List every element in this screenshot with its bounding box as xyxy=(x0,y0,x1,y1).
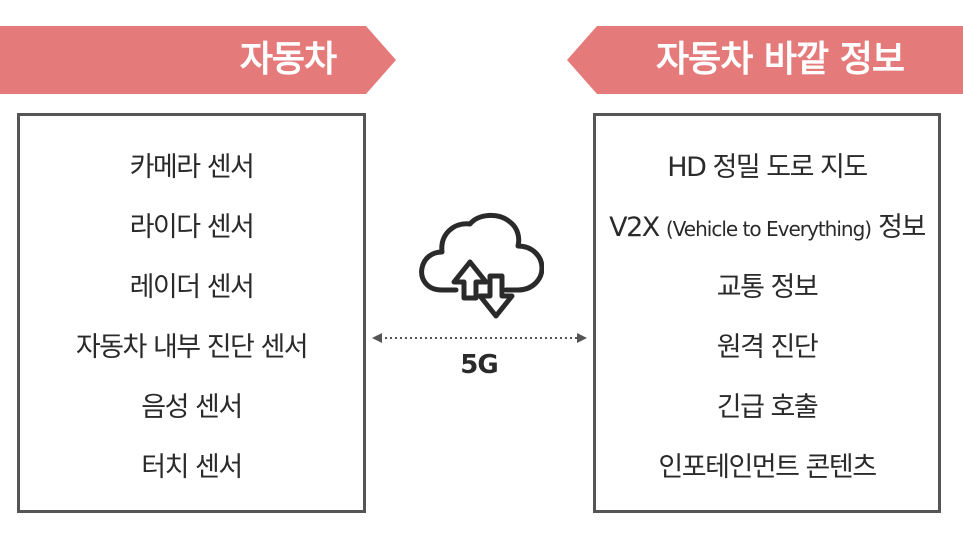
list-item: 긴급 호출 xyxy=(716,392,819,423)
banner-right-shape xyxy=(567,26,963,94)
banner-left-title: 자동차 xyxy=(239,39,337,80)
car-sensors-box: 카메라 센서 라이다 센서 레이더 센서 자동차 내부 진단 센서 음성 센서 … xyxy=(17,113,366,513)
banner-left-shape xyxy=(0,26,396,94)
list-item: 터치 센서 xyxy=(141,452,243,483)
list-item: 인포테인먼트 콘텐츠 xyxy=(658,452,877,483)
banner-right: 자동차 바깥 정보 xyxy=(567,26,963,94)
list-item: 레이더 센서 xyxy=(129,272,255,303)
cloud-upload-download-icon xyxy=(419,213,544,319)
list-item: 원격 진단 xyxy=(716,332,819,363)
connection-5g: 5G xyxy=(366,200,593,400)
outside-info-box: HD 정밀 도로 지도 V2X (Vehicle to Everything) … xyxy=(593,113,941,513)
list-item: 카메라 센서 xyxy=(129,152,255,183)
dotted-double-arrow-icon xyxy=(372,333,587,343)
v2x-suffix: 정보 xyxy=(871,212,926,243)
car-sensors-list: 카메라 센서 라이다 센서 레이더 센서 자동차 내부 진단 센서 음성 센서 … xyxy=(20,138,363,498)
list-item: 교통 정보 xyxy=(716,272,819,303)
list-item: V2X (Vehicle to Everything) 정보 xyxy=(596,198,938,258)
network-label: 5G xyxy=(460,350,498,380)
list-item: 자동차 내부 진단 센서 xyxy=(75,332,309,363)
list-item: 라이다 센서 xyxy=(129,212,255,243)
v2x-detail: (Vehicle to Everything) xyxy=(665,217,872,241)
list-item: 음성 센서 xyxy=(141,392,243,423)
list-item: HD 정밀 도로 지도 xyxy=(667,152,868,183)
outside-info-list: HD 정밀 도로 지도 V2X (Vehicle to Everything) … xyxy=(596,138,938,498)
v2x-prefix: V2X xyxy=(609,212,666,243)
banner-right-title: 자동차 바깥 정보 xyxy=(656,39,905,80)
banner-left: 자동차 xyxy=(0,26,396,94)
